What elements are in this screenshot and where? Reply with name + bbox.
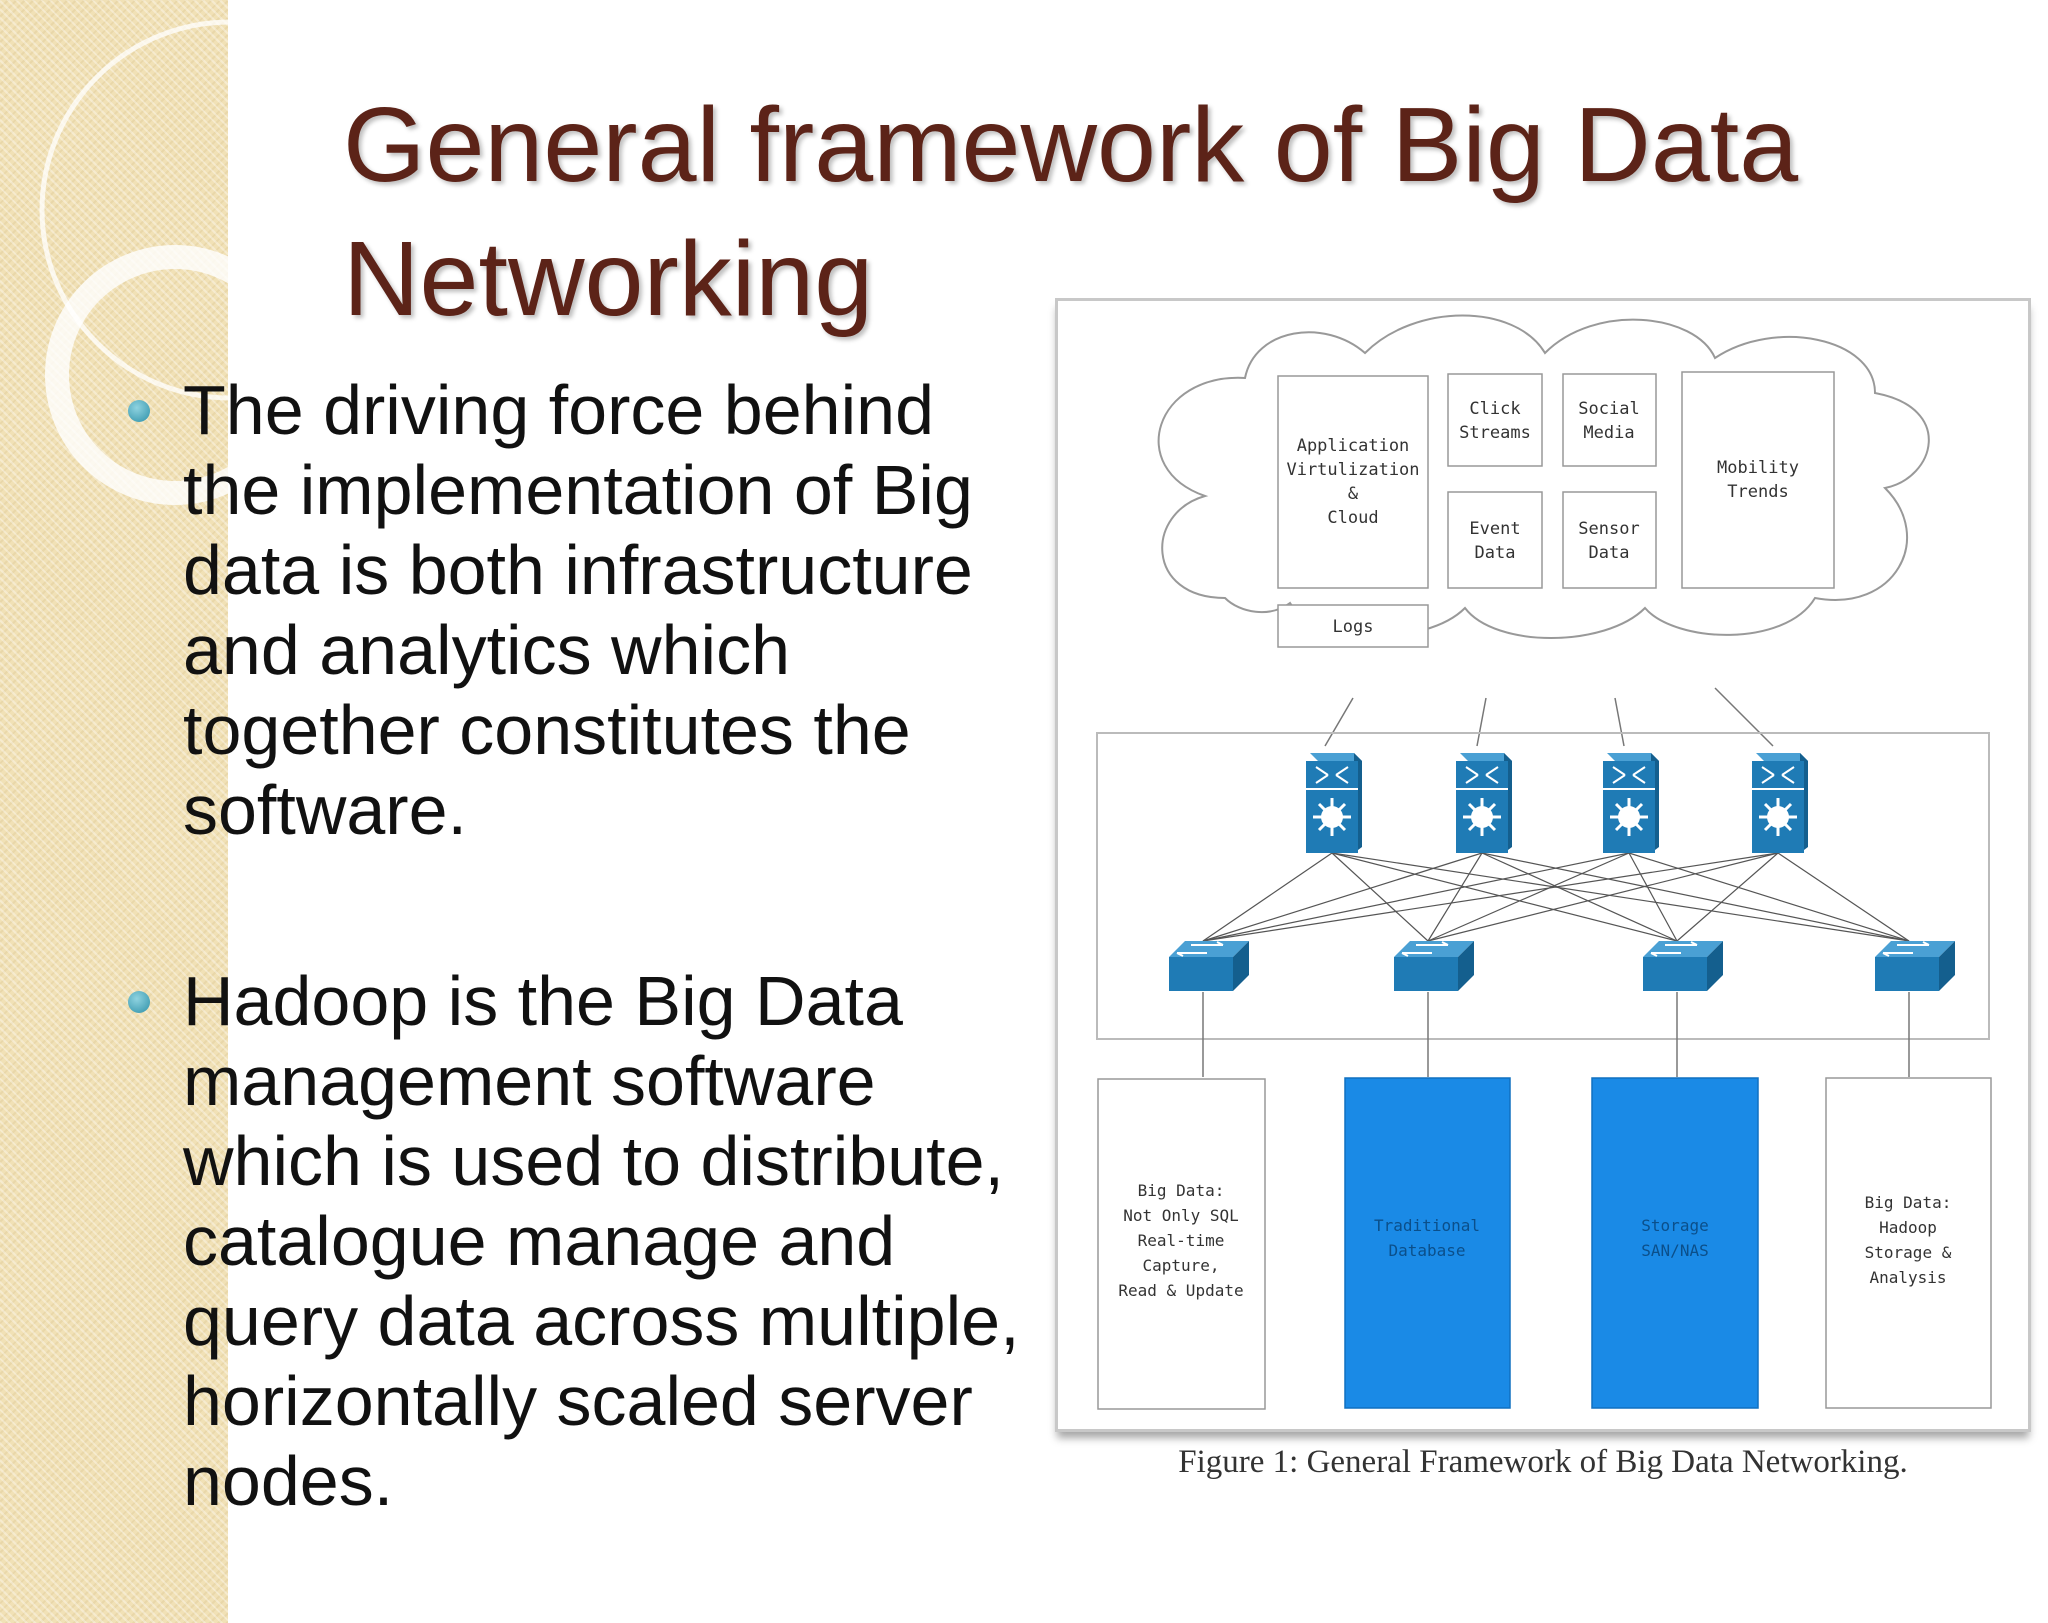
box-label: Social [1578,399,1639,419]
edge-switch-icon [1393,940,1475,992]
bullet-marker [128,400,150,422]
box-label: Traditional [1374,1216,1480,1235]
core-switch-icon [1304,751,1364,855]
switching-fabric-panel [1096,732,1990,1040]
box-label: Cloud [1327,508,1378,528]
bullet-text-infrastructure: The driving force behind the implementat… [183,371,973,849]
box-label: Data [1475,543,1516,563]
core-switch-icon [1601,751,1661,855]
box-label: Not Only SQL [1123,1206,1239,1225]
core-switch-icon [1454,751,1514,855]
decorative-ring-large [39,19,300,401]
box-label: & [1348,484,1359,504]
decorative-ring-small [45,245,300,505]
box-label: Media [1583,423,1634,443]
box-label: Data [1589,543,1630,563]
box-label: SAN/NAS [1641,1241,1708,1260]
big-data-network-diagram: Application Virtulization & Cloud Click … [1096,314,1992,1410]
box-label: Big Data: [1865,1193,1952,1212]
cloud-box-mobility-trends: Mobility Trends [1681,371,1835,589]
edge-switch-icon [1642,940,1724,992]
cloud-box-social-media: Social Media [1562,373,1657,467]
storage-box-traditional-database: Traditional Database [1344,1077,1511,1409]
box-label: Application [1297,436,1410,456]
box-label: Analysis [1869,1268,1946,1287]
cloud-box-application-virtualization-cloud: Application Virtulization & Cloud [1277,375,1429,589]
edge-switch-icon [1168,940,1250,992]
box-label: Storage & [1865,1243,1952,1262]
cloud-box-sensor-data: Sensor Data [1562,491,1657,589]
cloud-uplink-lines [1324,687,1774,747]
downlink-lines [1202,992,1910,1077]
box-label: Logs [1333,617,1374,637]
box-label: Big Data: [1138,1181,1225,1200]
cloud-box-click-streams: Click Streams [1447,373,1543,467]
bullet-text-hadoop: Hadoop is the Big Data management softwa… [183,962,1020,1520]
figure-caption: Figure 1: General Framework of Big Data … [1178,1444,1908,1480]
edge-switch-icon [1874,940,1956,992]
core-switch-icon [1750,751,1810,855]
box-label: Hadoop [1879,1218,1937,1237]
box-label: Database [1388,1241,1465,1260]
box-label: Click [1469,399,1520,419]
box-label: Real-time [1138,1231,1225,1250]
decorative-rings [39,19,300,505]
slide-title: General framework of Big Data Networking [343,86,1799,338]
box-label: Virtulization [1286,460,1419,480]
box-label: Streams [1459,423,1531,443]
storage-box-big-data-hadoop: Big Data: Hadoop Storage & Analysis [1825,1077,1992,1409]
storage-box-big-data-nosql: Big Data: Not Only SQL Real-time Capture… [1097,1078,1266,1410]
storage-box-san-nas: Storage SAN/NAS [1591,1077,1759,1409]
box-label: Storage [1641,1216,1708,1235]
box-label: Trends [1727,482,1788,502]
cloud-box-logs: Logs [1277,604,1429,648]
cloud-box-event-data: Event Data [1447,491,1543,589]
box-label: Event [1469,519,1520,539]
bullet-marker [128,991,150,1013]
box-label: Capture, [1142,1256,1219,1275]
box-label: Sensor [1578,519,1639,539]
box-label: Read & Update [1118,1281,1243,1300]
fabric-mesh-links [1202,852,1910,942]
box-label: Mobility [1717,458,1799,478]
